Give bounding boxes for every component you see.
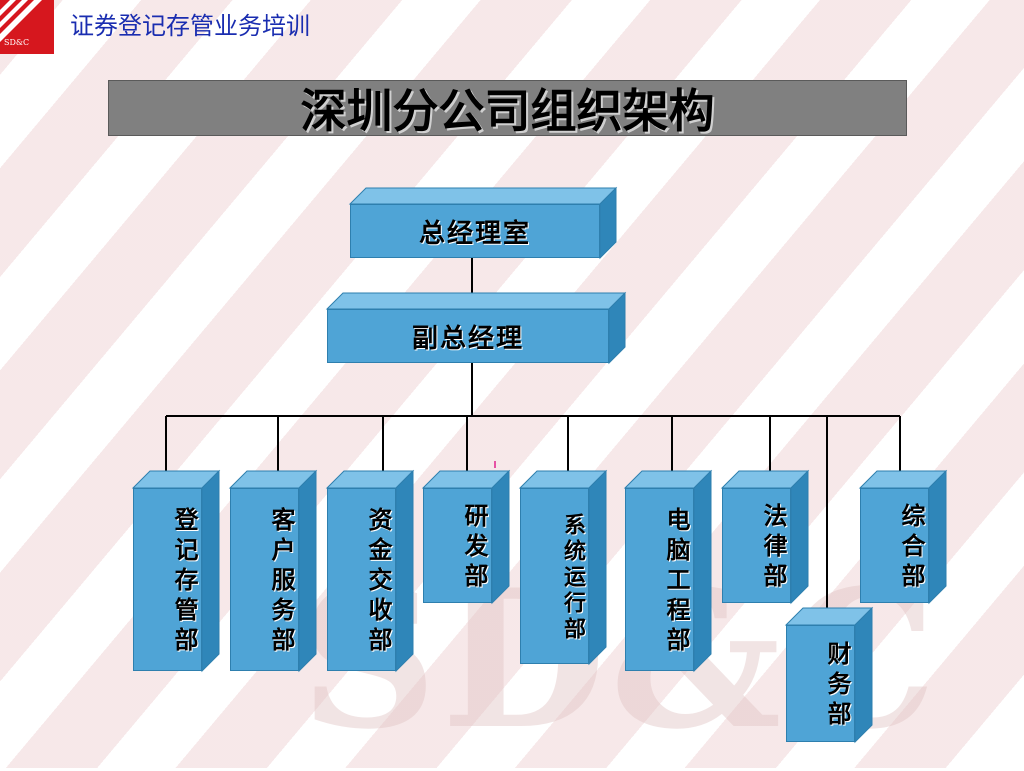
- logo-text: SD&C: [4, 38, 30, 47]
- logo-stripes-icon: [0, 0, 42, 42]
- dept-label-3: 资金交收部: [364, 506, 393, 657]
- page-title: 深圳分公司组织架构: [300, 84, 715, 138]
- dept-box-4: 研发部: [421, 469, 511, 605]
- root-box: 总经理室: [348, 186, 618, 260]
- deputy-label: 副总经理: [411, 323, 524, 354]
- dept-box-9: 综合部: [858, 469, 948, 605]
- dept-box-5: 系统运行部: [518, 469, 608, 666]
- dept-box-6: 电脑工程部: [623, 469, 713, 673]
- dept-label-8: 财务部: [823, 640, 852, 731]
- dept-box-7: 法律部: [720, 469, 810, 605]
- logo: SD&C: [0, 0, 54, 54]
- dept-label-5: 系统运行部: [560, 513, 586, 643]
- dept-box-3: 资金交收部: [325, 469, 415, 673]
- deputy-box: 副总经理: [325, 291, 627, 365]
- dept-label-7: 法律部: [759, 502, 788, 593]
- dept-label-2: 客户服务部: [267, 506, 296, 657]
- title-bar: 深圳分公司组织架构: [108, 80, 907, 138]
- dept-box-2: 客户服务部: [228, 469, 318, 673]
- dept-box-1: 登记存管部: [131, 469, 221, 673]
- dept-label-1: 登记存管部: [170, 506, 199, 657]
- dept-label-4: 研发部: [460, 502, 489, 593]
- root-label: 总经理室: [418, 218, 531, 249]
- header-title: 证券登记存管业务培训: [70, 12, 310, 40]
- dept-box-8: 财务部: [784, 606, 874, 744]
- dept-label-9: 综合部: [897, 502, 926, 593]
- dept-label-6: 电脑工程部: [662, 506, 691, 657]
